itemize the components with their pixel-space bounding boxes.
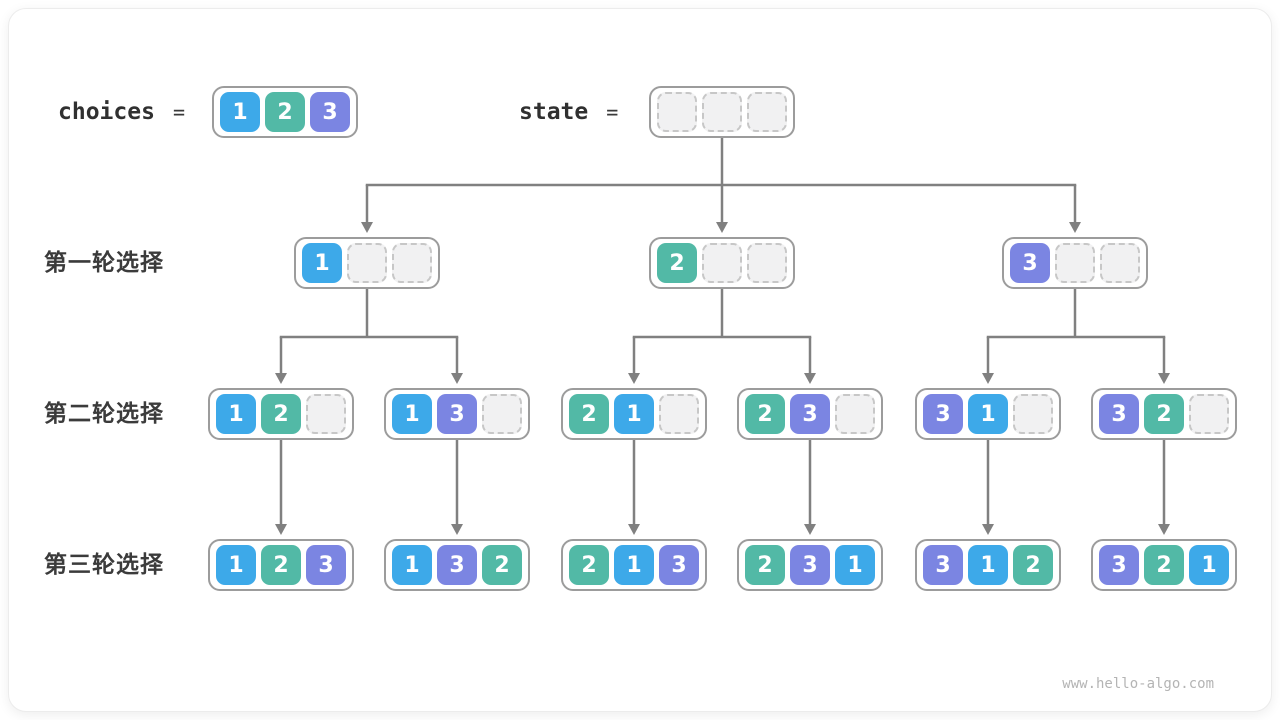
array-cell-value: 2 [261,545,301,585]
array-cell-value: 1 [614,394,654,434]
array-cell-empty [747,92,787,132]
array-cell-empty [306,394,346,434]
state-header: state = [519,86,618,138]
choices-label: choices [58,99,155,125]
arrowhead-icon [982,524,994,535]
array-cell-value: 3 [310,92,350,132]
array-cell-value: 2 [657,243,697,283]
array-cell-value: 1 [302,243,342,283]
array-cell-value: 3 [437,545,477,585]
array-cell-value: 1 [614,545,654,585]
array-cell-value: 2 [482,545,522,585]
arrowhead-icon [804,373,816,384]
array-cell-value: 3 [790,394,830,434]
array-cell-value: 3 [437,394,477,434]
arrowhead-icon [716,222,728,233]
array-cell-value: 1 [835,545,875,585]
array-cell-value: 3 [306,545,346,585]
arrowhead-icon [804,524,816,535]
array-cell-value: 1 [968,545,1008,585]
row-label-round-1: 第一轮选择 [44,250,164,276]
array-cell-value: 1 [392,545,432,585]
array-cell-value: 3 [923,394,963,434]
state-equals-sign: = [606,100,619,124]
arrowhead-icon [451,373,463,384]
array-cell-empty [482,394,522,434]
arrowhead-icon [628,373,640,384]
array-cell-value: 2 [261,394,301,434]
state-label: state [519,99,589,125]
array-cell-value: 3 [923,545,963,585]
array-cell-value: 3 [659,545,699,585]
array-cell-value: 2 [745,394,785,434]
array-cell-empty [702,92,742,132]
array-cell-empty [1013,394,1053,434]
array-cell-empty [392,243,432,283]
array-cell-value: 3 [1099,545,1139,585]
watermark-text: www.hello-algo.com [1062,676,1214,692]
arrowhead-icon [1158,524,1170,535]
array-cell-value: 3 [790,545,830,585]
arrowhead-icon [982,373,994,384]
row-label-round-3: 第三轮选择 [44,552,164,578]
array-cell-value: 1 [392,394,432,434]
array-cell-empty [702,243,742,283]
array-cell-empty [747,243,787,283]
array-cell-value: 1 [968,394,1008,434]
array-cell-empty [657,92,697,132]
choices-header: choices = [58,86,185,138]
arrowhead-icon [361,222,373,233]
array-cell-value: 1 [216,394,256,434]
array-box-state [649,86,795,138]
array-cell-value: 3 [1099,394,1139,434]
arrowhead-icon [1158,373,1170,384]
array-cell-empty [347,243,387,283]
array-cell-value: 2 [1144,545,1184,585]
array-box-r1-0: 1 [294,237,440,289]
array-cell-empty [659,394,699,434]
choices-equals-sign: = [172,100,185,124]
array-box-r1-1: 2 [649,237,795,289]
array-cell-empty [835,394,875,434]
array-cell-value: 2 [265,92,305,132]
array-cell-value: 2 [569,394,609,434]
array-cell-value: 2 [745,545,785,585]
arrowhead-icon [1069,222,1081,233]
arrowhead-icon [275,524,287,535]
arrowhead-icon [628,524,640,535]
array-cell-empty [1100,243,1140,283]
array-cell-value: 3 [1010,243,1050,283]
array-cell-value: 2 [569,545,609,585]
array-cell-value: 1 [216,545,256,585]
array-cell-value: 1 [220,92,260,132]
array-cell-value: 1 [1189,545,1229,585]
array-cell-value: 2 [1144,394,1184,434]
array-cell-value: 2 [1013,545,1053,585]
arrowhead-icon [275,373,287,384]
array-box-r1-2: 3 [1002,237,1148,289]
arrowhead-icon [451,524,463,535]
row-label-round-2: 第二轮选择 [44,401,164,427]
array-cell-empty [1055,243,1095,283]
array-cell-empty [1189,394,1229,434]
